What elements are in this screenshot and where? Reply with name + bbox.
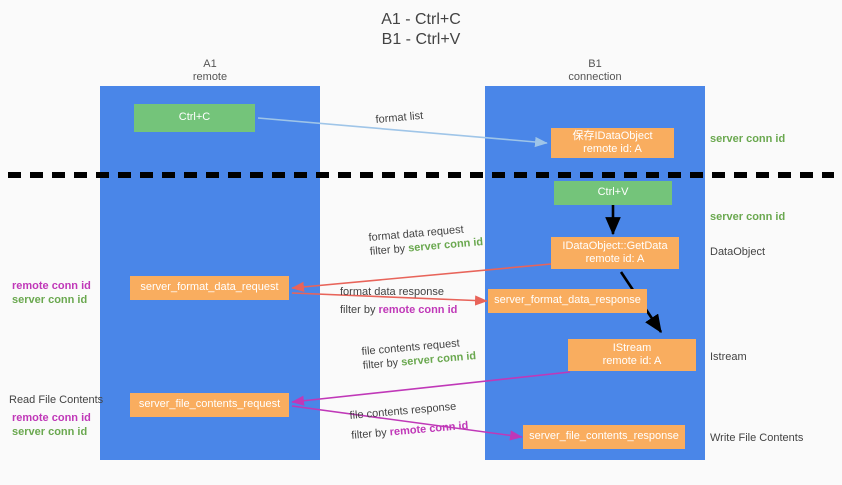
node-ctrl-c-label: Ctrl+C <box>178 111 211 124</box>
edge-label-file-contents-response-filter: filter by remote conn id <box>351 419 469 443</box>
lane-a1-role: remote <box>192 71 228 83</box>
right-label-istream: Istream <box>710 351 747 363</box>
node-save-idataobject[interactable]: 保存IDataObject remote id: A <box>551 128 674 158</box>
node-server-format-data-response-label: server_format_data_response <box>494 294 641 307</box>
lane-header-a1: A1 remote <box>100 58 320 84</box>
node-server-file-contents-request[interactable]: server_file_contents_request <box>130 393 289 417</box>
right-label-server-conn-id-mid: server conn id <box>710 211 786 223</box>
node-server-format-data-request[interactable]: server_format_data_request <box>130 276 289 300</box>
right-label-dataobject: DataObject <box>710 246 766 258</box>
edge-label-file-contents-response-group: file contents response filter by remote … <box>349 399 469 443</box>
filter-prefix: filter by <box>369 242 409 258</box>
node-server-format-data-response[interactable]: server_format_data_response <box>488 289 647 313</box>
edge-label-format-list: format list <box>375 109 424 126</box>
node-ctrl-v-label: Ctrl+V <box>597 186 629 199</box>
lane-a1-name: A1 <box>203 58 217 70</box>
node-getdata-title: IDataObject::GetData <box>562 239 668 252</box>
node-server-format-data-request-label: server_format_data_request <box>140 281 279 294</box>
filter-prefix: filter by <box>362 356 402 372</box>
node-save-idataobject-title: 保存IDataObject <box>572 129 653 142</box>
node-istream-subtitle: remote id: A <box>602 355 662 367</box>
filter-key-remote-conn-id: remote conn id <box>378 304 458 316</box>
filter-prefix: filter by <box>340 304 379 316</box>
node-server-file-contents-request-label: server_file_contents_request <box>138 398 281 411</box>
edge-label-format-data-response-filter: filter by remote conn id <box>340 303 457 317</box>
filter-prefix: filter by <box>350 426 391 442</box>
edge-label-file-contents-request-group: file contents request filter by server c… <box>361 335 477 373</box>
lane-header-b1: B1 connection <box>485 58 705 84</box>
left-label-read-file-contents: Read File Contents <box>9 394 104 406</box>
right-label-write-file-contents: Write File Contents <box>710 432 804 444</box>
title-line-1: A1 - Ctrl+C <box>381 11 461 28</box>
node-ctrl-c[interactable]: Ctrl+C <box>134 104 255 132</box>
edge-label-format-data-response-group: format data response filter by remote co… <box>340 285 457 317</box>
node-ctrl-v[interactable]: Ctrl+V <box>554 181 672 205</box>
node-istream[interactable]: IStream remote id: A <box>568 339 696 371</box>
lane-b1-role: connection <box>568 71 622 83</box>
left-label-conn-ids-bottom: remote conn id server conn id <box>12 411 91 439</box>
node-save-idataobject-subtitle: remote id: A <box>583 143 642 155</box>
lane-b1-name: B1 <box>588 58 602 70</box>
node-server-file-contents-response-label: server_file_contents_response <box>529 430 679 443</box>
node-idataobject-getdata[interactable]: IDataObject::GetData remote id: A <box>551 237 679 269</box>
title-line-2: B1 - Ctrl+V <box>381 31 461 48</box>
node-getdata-subtitle: remote id: A <box>585 253 645 265</box>
node-server-file-contents-response[interactable]: server_file_contents_response <box>523 425 685 449</box>
left-label-server-conn-id-1: server conn id <box>12 294 88 306</box>
edge-label-format-data-request-group: format data request filter by server con… <box>368 221 484 259</box>
diagram-title: A1 - Ctrl+C B1 - Ctrl+V <box>0 10 842 50</box>
filter-key-remote-conn-id: remote conn id <box>389 419 469 439</box>
right-label-server-conn-id-top: server conn id <box>710 133 786 145</box>
left-label-conn-ids-top: remote conn id server conn id <box>12 279 91 307</box>
left-label-remote-conn-id-1: remote conn id <box>12 280 91 292</box>
left-label-server-conn-id-2: server conn id <box>12 426 88 438</box>
edge-label-format-data-response: format data response <box>340 286 444 298</box>
node-istream-title: IStream <box>612 341 652 354</box>
left-label-remote-conn-id-2: remote conn id <box>12 412 91 424</box>
